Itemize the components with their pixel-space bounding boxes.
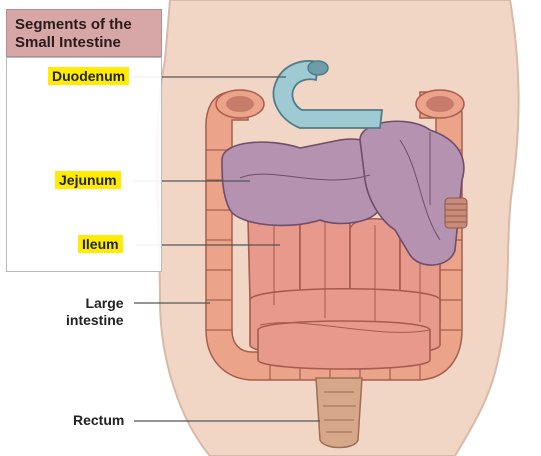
- colon-end-right-inner: [426, 96, 454, 112]
- ileum-folds: [259, 215, 431, 333]
- label-jejunum: Jejunum: [55, 171, 121, 189]
- duodenum: [272, 60, 384, 129]
- colon-end-left-inner: [226, 96, 254, 112]
- label-jejunum-text: Jejunum: [55, 171, 121, 189]
- label-large-line2: intestine: [66, 312, 124, 328]
- ileocecal-coil: [444, 197, 468, 229]
- rectum: [315, 377, 363, 449]
- label-duodenum-text: Duodenum: [48, 67, 130, 85]
- label-duodenum: Duodenum: [48, 67, 130, 85]
- large-intestine: [205, 90, 463, 381]
- label-rectum: Rectum: [73, 412, 124, 429]
- label-ileum-text: Ileum: [78, 235, 123, 253]
- label-ileum: Ileum: [78, 235, 123, 253]
- label-rectum-text: Rectum: [73, 412, 125, 428]
- rectum-folds: [323, 391, 356, 433]
- jejunum: [221, 120, 465, 266]
- label-large-line1: Large: [85, 295, 124, 311]
- label-large-intestine: Large intestine: [66, 295, 124, 329]
- jejunum-folds: [239, 132, 441, 241]
- duodenum-end: [307, 60, 329, 76]
- title-box: Segments of the Small Intestine: [6, 9, 162, 57]
- diagram-title: Segments of the Small Intestine: [15, 16, 132, 51]
